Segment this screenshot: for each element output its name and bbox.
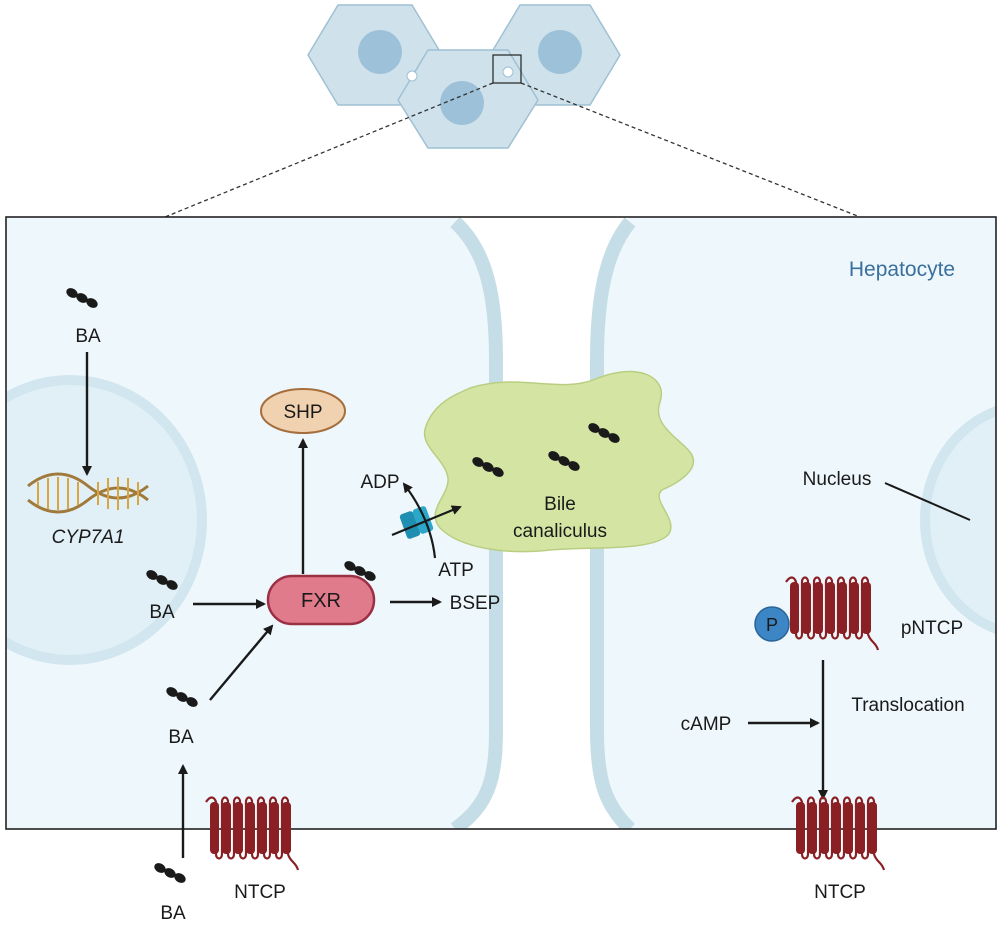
ba-bottom-label: BA <box>160 903 186 924</box>
atp-label: ATP <box>438 560 474 581</box>
pntcp-label: pNTCP <box>901 618 963 639</box>
dna-helix-icon <box>27 472 149 514</box>
ba-middle-label: BA <box>168 727 194 748</box>
ntcp-left-label: NTCP <box>234 882 286 903</box>
canaliculus-small-right <box>502 66 514 78</box>
atp-to-adp-curve <box>402 482 437 559</box>
fxr-node <box>266 574 376 626</box>
zoom-line-right <box>520 82 861 218</box>
adp-label: ADP <box>360 472 399 493</box>
shp-node <box>260 388 346 434</box>
phospho-label: P <box>766 615 778 635</box>
canaliculus-small-left <box>406 70 418 82</box>
nucleus-right <box>920 405 996 635</box>
membrane-left <box>450 217 503 829</box>
nucleus-pointer <box>884 482 971 521</box>
hex-cell-left-nucleus <box>358 30 402 74</box>
ba-top-label: BA <box>75 326 101 347</box>
ba-middle-to-fxr-arrow <box>209 624 274 701</box>
phospho-group <box>754 606 790 642</box>
ba-left-label: BA <box>149 602 175 623</box>
cyp7a1-label: CYP7A1 <box>52 527 125 548</box>
hex-cell-right-nucleus <box>538 30 582 74</box>
camp-label: cAMP <box>681 714 732 735</box>
hex-cell-center-nucleus <box>440 81 484 125</box>
export-arrow <box>391 505 462 537</box>
cell-type-label: Hepatocyte <box>849 258 955 281</box>
cell-panel <box>5 216 997 830</box>
bsep-label: BSEP <box>450 593 501 614</box>
zoom-line-left <box>164 82 494 218</box>
ba-glyph-bottom <box>152 861 188 885</box>
nucleus-label: Nucleus <box>803 469 872 490</box>
translocation-label: Translocation <box>851 695 964 716</box>
bile-canaliculus-label-line2: canaliculus <box>513 521 607 542</box>
ntcp-right-label: NTCP <box>814 882 866 903</box>
fxr-label: FXR <box>301 590 341 612</box>
tissue-inset <box>164 4 861 218</box>
shp-label: SHP <box>283 402 322 423</box>
bile-canaliculus-label-line1: Bile <box>544 494 576 515</box>
cell-panel-border <box>5 216 997 830</box>
membrane-right <box>590 217 636 829</box>
nucleus-left <box>6 375 207 665</box>
zoom-box <box>492 54 522 84</box>
